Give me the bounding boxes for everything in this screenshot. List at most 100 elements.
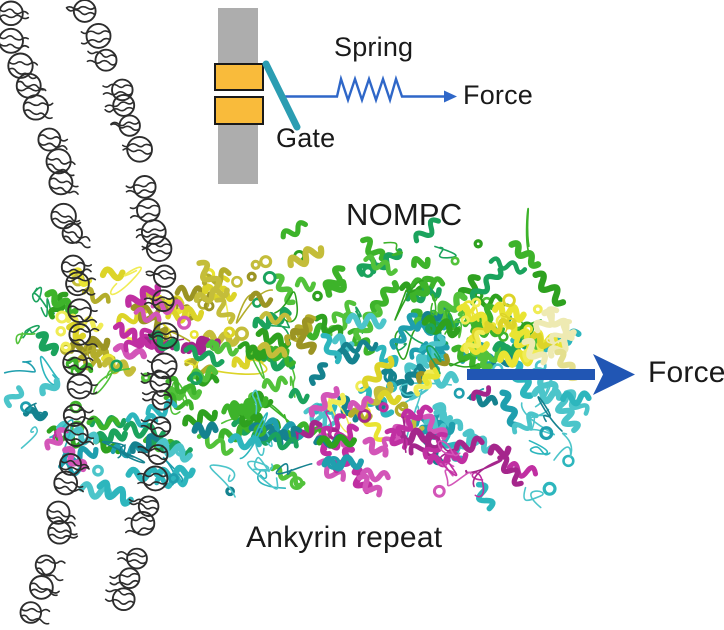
lipid-tail [137,472,168,478]
ribbon-region-left-cyan-wisps [3,355,61,449]
nompc-label: NOMPC [346,197,463,232]
lipid-head [47,520,72,545]
lipid-tail [145,270,176,275]
lipid-unit [137,465,169,492]
ribbon-region-magenta-dangle [432,440,539,498]
lipid-tail [54,485,84,493]
ribbon-region-left-magenta-dot [44,426,88,473]
schematic-force-label: Force [463,80,534,110]
lipid-head [68,323,92,346]
ankyrin-repeat-label: Ankyrin repeat [246,521,443,554]
lipid-tail [117,557,147,565]
lipid-unit [68,323,100,348]
lipid-tail [121,143,152,148]
lipid-unit [37,127,69,152]
lipid-head [118,567,141,590]
lipid-head [137,495,160,517]
lipid-tail [66,285,96,296]
lipid-unit [80,22,112,49]
lipid-head [142,465,169,492]
lipid-unit [60,254,93,280]
lipid-tail [109,572,140,579]
lipid-head [152,264,177,288]
lipid-head [149,416,172,438]
structure-force-label: Force [648,356,724,389]
lipid-unit [0,27,30,54]
lipid-tail [145,273,176,281]
lipid-unit [0,0,30,27]
lipid-head [61,222,83,245]
lipid-tail [68,313,98,323]
spring-line [281,74,445,105]
gating-schematic [214,8,457,184]
lipid-tail [54,477,84,489]
ribbon-region-dome-olive [193,245,325,359]
gate-lever [262,60,301,131]
lipid-unit [104,93,136,117]
lipid-tail [35,558,66,565]
lipid-tail [146,358,177,365]
lipid-tail [147,330,178,336]
lipid-head [145,235,173,263]
lipid-head [62,403,86,427]
lipid-tail [110,123,140,131]
lipid-unit [65,271,97,297]
lipid-unit [140,370,172,393]
gate-label: Gate [276,123,336,153]
lipid-unit [137,444,169,466]
lipid-unit [117,547,148,570]
lipid-tail [51,210,81,223]
lipid-head [60,254,86,280]
spring-label: Spring [334,32,414,62]
lipid-head [130,511,156,536]
lipid-tail [38,142,68,150]
gate-gap [215,88,263,98]
lipid-tail [65,7,96,16]
lipid-tail [20,607,51,613]
lipid-tail [0,8,29,15]
lipid-unit [67,298,98,324]
lipid-unit [46,500,76,527]
lipid-head [147,444,169,466]
lipid-tail [86,59,117,66]
lipid-unit [110,114,141,137]
lipid-unit [141,235,173,263]
lipid-tail [60,466,90,471]
lipid-head [126,135,153,163]
lipid-unit [129,197,161,223]
ribbon-region-bottom-green [239,412,365,491]
lipid-tail [141,242,172,249]
lipid-tail [16,87,47,92]
lipid-unit [143,289,175,313]
large-force-arrow [467,354,635,395]
lipid-tail [48,527,78,536]
large-force-arrow-shaft [467,369,595,380]
lipid-head [0,0,24,27]
lipid-tail [141,247,172,255]
lipid-tail [69,327,100,333]
lipid-head [151,389,173,411]
lipid-tail [135,227,166,234]
lipid-tail [62,229,91,242]
lipid-unit [47,520,79,545]
lipid-tail [47,508,76,520]
lipid-head [63,422,89,448]
lipid-head [66,373,93,400]
lipid-head [19,601,43,624]
lipid-tail [62,268,92,273]
lipid-head [59,452,82,476]
lipid-tail [20,614,50,625]
ribbon-region-right-yellow-fade [521,306,579,382]
lipid-tail [105,588,135,597]
lipid-head [29,575,54,600]
lipid-tail [87,50,117,58]
lipid-head [85,22,112,49]
lipid-head [48,170,74,196]
lipid-unit [61,222,91,249]
lipid-tail [125,181,156,189]
lipid-tail [142,397,172,405]
lipid-tail [46,157,76,166]
lipid-tail [62,261,93,267]
lipid-unit [140,416,172,438]
